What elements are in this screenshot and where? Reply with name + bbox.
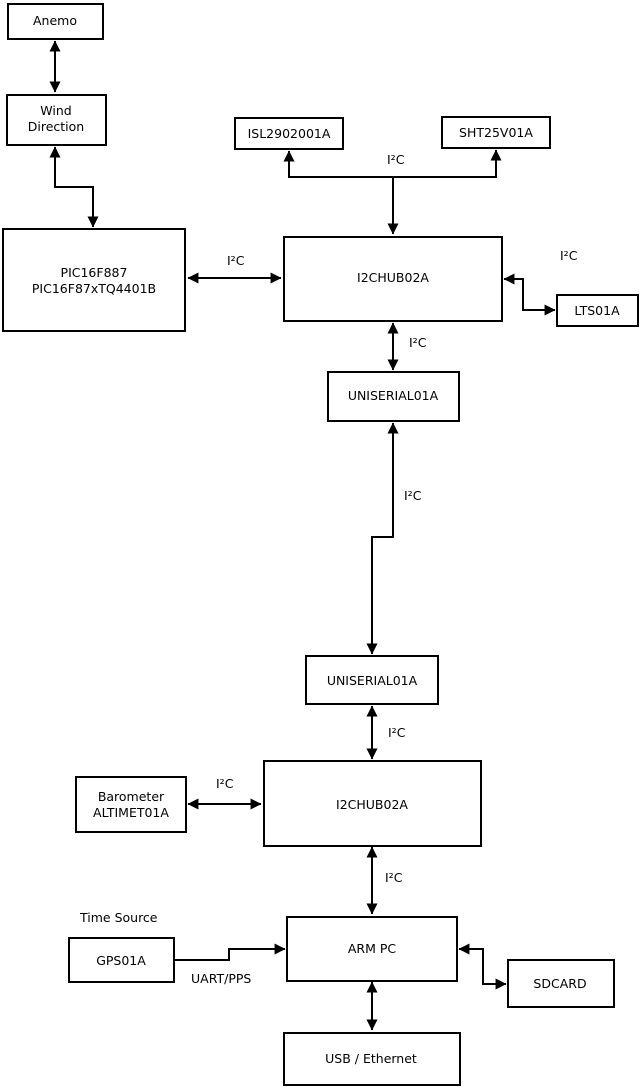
- node-isl-label: ISL2902001A: [248, 126, 331, 141]
- node-barometer-label-line2: ALTIMET01A: [93, 805, 169, 820]
- node-barometer-box: [75, 776, 187, 833]
- edge-i2chub-upper-lts: [503, 273, 556, 316]
- node-wind-direction-box: [6, 94, 107, 146]
- node-i2chub-lower-label: I2CHUB02A: [336, 797, 408, 812]
- edge-gps-armpc: [174, 943, 286, 961]
- node-armpc-label: ARM PC: [348, 941, 397, 956]
- node-anemo-box: [7, 3, 104, 40]
- node-anemo-label: Anemo: [33, 13, 77, 28]
- node-armpc-box: [286, 916, 458, 982]
- node-uniserial-lower-label: UNISERIAL01A: [327, 673, 418, 688]
- node-gps-box: [68, 937, 175, 983]
- edge-label-i2c-pic-hub: I²C: [227, 253, 245, 268]
- node-pic-box: [2, 228, 186, 332]
- edge-bus-to-sht: [393, 149, 502, 178]
- node-pic-label-line2: PIC16F87xTQ4401B: [32, 281, 156, 296]
- edge-label-i2c-hub-armpc: I²C: [385, 870, 403, 885]
- node-lts-box: [556, 294, 639, 327]
- node-uniserial-upper-label: UNISERIAL01A: [348, 388, 439, 403]
- node-barometer-label-line1: Barometer: [98, 789, 165, 804]
- node-sdcard-box: [507, 959, 615, 1008]
- edge-wind-direction-pic: [49, 146, 99, 228]
- node-i2chub-upper-box: [283, 236, 503, 322]
- node-isl-box: [234, 117, 344, 150]
- node-wind-direction-label-line1: Wind: [40, 103, 71, 118]
- edge-label-uart-pps: UART/PPS: [191, 971, 251, 986]
- node-usb-ethernet-label: USB / Ethernet: [325, 1051, 417, 1066]
- node-usb-ethernet-box: [283, 1032, 461, 1086]
- node-pic-label-line1: PIC16F887: [61, 265, 128, 280]
- edge-label-i2c-sensor-bus: I²C: [387, 152, 405, 167]
- edge-armpc-sdcard: [458, 943, 507, 990]
- edge-label-i2c-hub-uniserial-upper: I²C: [409, 335, 427, 350]
- node-sht-label: SHT25V01A: [459, 125, 533, 140]
- node-uniserial-upper-box: [327, 371, 460, 422]
- node-i2chub-upper-label: I2CHUB02A: [357, 270, 429, 285]
- node-lts-label: LTS01A: [574, 303, 620, 318]
- node-sdcard-label: SDCARD: [533, 976, 586, 991]
- node-i2chub-lower-box: [263, 760, 482, 847]
- edge-uniserial-upper-uniserial-lower: [366, 422, 399, 655]
- node-uniserial-lower-box: [305, 655, 439, 705]
- edge-label-i2c-hub-lts: I²C: [560, 248, 578, 263]
- label-time-source: Time Source: [79, 910, 158, 925]
- edge-label-i2c-barometer-hub: I²C: [216, 776, 234, 791]
- edge-label-i2c-uniserial-hub-lower: I²C: [388, 725, 406, 740]
- node-gps-label: GPS01A: [96, 953, 146, 968]
- node-sht-box: [441, 116, 551, 149]
- node-wind-direction-label-line2: Direction: [28, 119, 84, 134]
- edge-label-i2c-long-link: I²C: [404, 488, 422, 503]
- edge-bus-to-isl: [283, 150, 393, 178]
